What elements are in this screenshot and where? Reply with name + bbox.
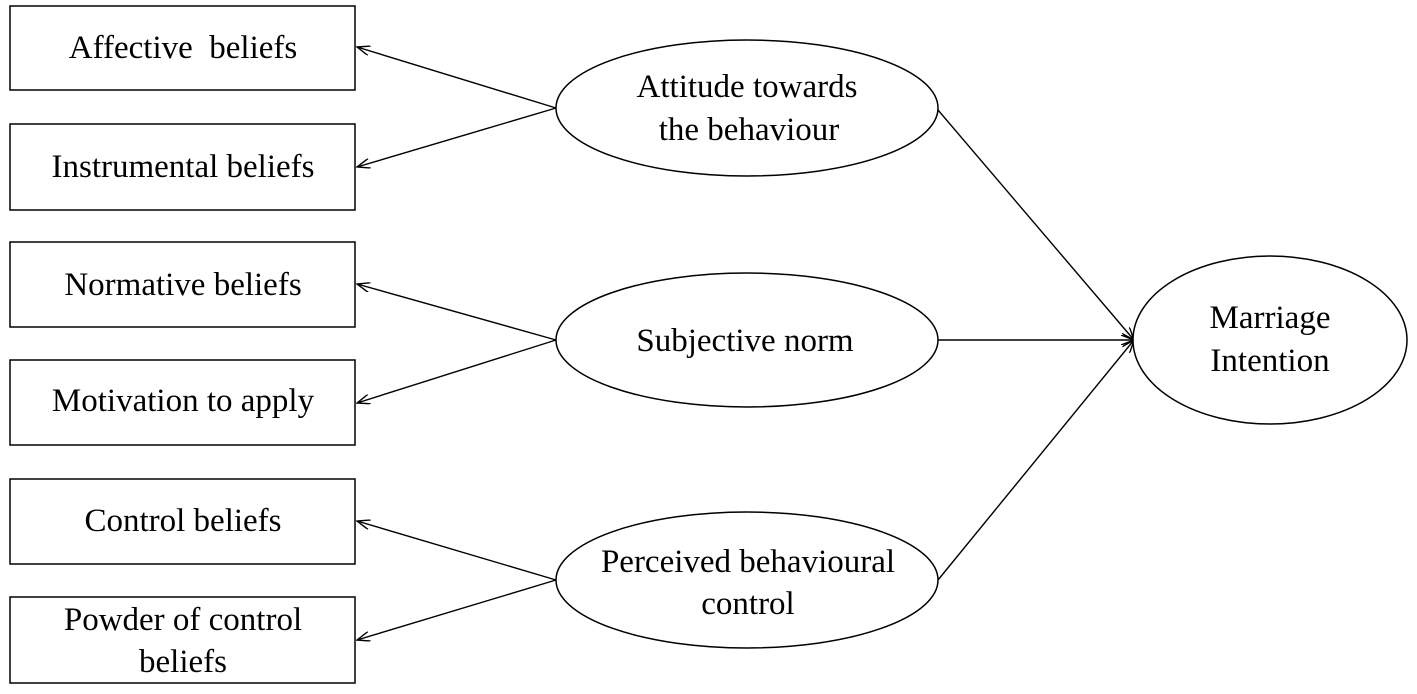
control-beliefs-box: [9, 478, 356, 565]
instrumental-beliefs-box: [9, 123, 356, 211]
affective-beliefs-box: [9, 5, 356, 91]
edge-pbc-to-intention: [937, 340, 1134, 581]
edge-pbc-to-control: [357, 521, 557, 581]
attitude-ellipse: [555, 39, 939, 177]
belief-box-instrumental: Instrumental beliefs: [9, 123, 356, 211]
edges: [357, 47, 1134, 640]
belief-box-control: Control beliefs: [9, 478, 356, 565]
belief-box-power: Powder of control beliefs: [9, 596, 356, 684]
power-of-control-label-line1: Powder of control: [64, 602, 302, 638]
motivation-to-apply-box: [9, 359, 356, 446]
construct-subjective-norm: Subjective norm: [555, 272, 939, 408]
belief-box-normative: Normative beliefs: [9, 241, 356, 328]
pbc-label-line1: Perceived behavioural: [601, 544, 895, 580]
belief-box-affective: Affective beliefs: [9, 5, 356, 91]
motivation-to-apply-label: Motivation to apply: [52, 383, 315, 419]
construct-attitude: Attitude towards the behaviour: [555, 39, 939, 177]
affective-beliefs-label: Affective beliefs: [69, 30, 297, 66]
construct-pbc: Perceived behavioural control: [555, 511, 939, 649]
pbc-label-line2: control: [701, 586, 794, 622]
edge-attitude-to-affective: [357, 47, 557, 109]
edge-pbc-to-power: [357, 579, 557, 640]
subjective-norm-label: Subjective norm: [636, 323, 854, 359]
normative-beliefs-label: Normative beliefs: [64, 267, 301, 303]
edge-norm-to-motivation: [357, 339, 557, 403]
edge-norm-to-normative: [357, 284, 557, 341]
edge-attitude-to-intention: [937, 109, 1134, 340]
pbc-ellipse: [555, 511, 939, 649]
outcome-marriage-intention: Marriage Intention: [1132, 255, 1408, 425]
belief-box-motivation: Motivation to apply: [9, 359, 356, 446]
subjective-norm-ellipse: [555, 272, 939, 408]
normative-beliefs-box: [9, 241, 356, 328]
marriage-intention-ellipse: [1132, 255, 1408, 425]
attitude-label-line1: Attitude towards: [637, 69, 858, 105]
edge-attitude-to-instrumental: [357, 107, 557, 167]
power-of-control-label-line2: beliefs: [139, 644, 227, 680]
attitude-label-line2: the behaviour: [659, 112, 840, 148]
marriage-intention-label-line1: Marriage: [1210, 300, 1331, 336]
marriage-intention-label-line2: Intention: [1210, 343, 1329, 379]
instrumental-beliefs-label: Instrumental beliefs: [51, 149, 314, 185]
power-of-control-beliefs-box: [9, 596, 356, 684]
control-beliefs-label: Control beliefs: [84, 503, 281, 539]
